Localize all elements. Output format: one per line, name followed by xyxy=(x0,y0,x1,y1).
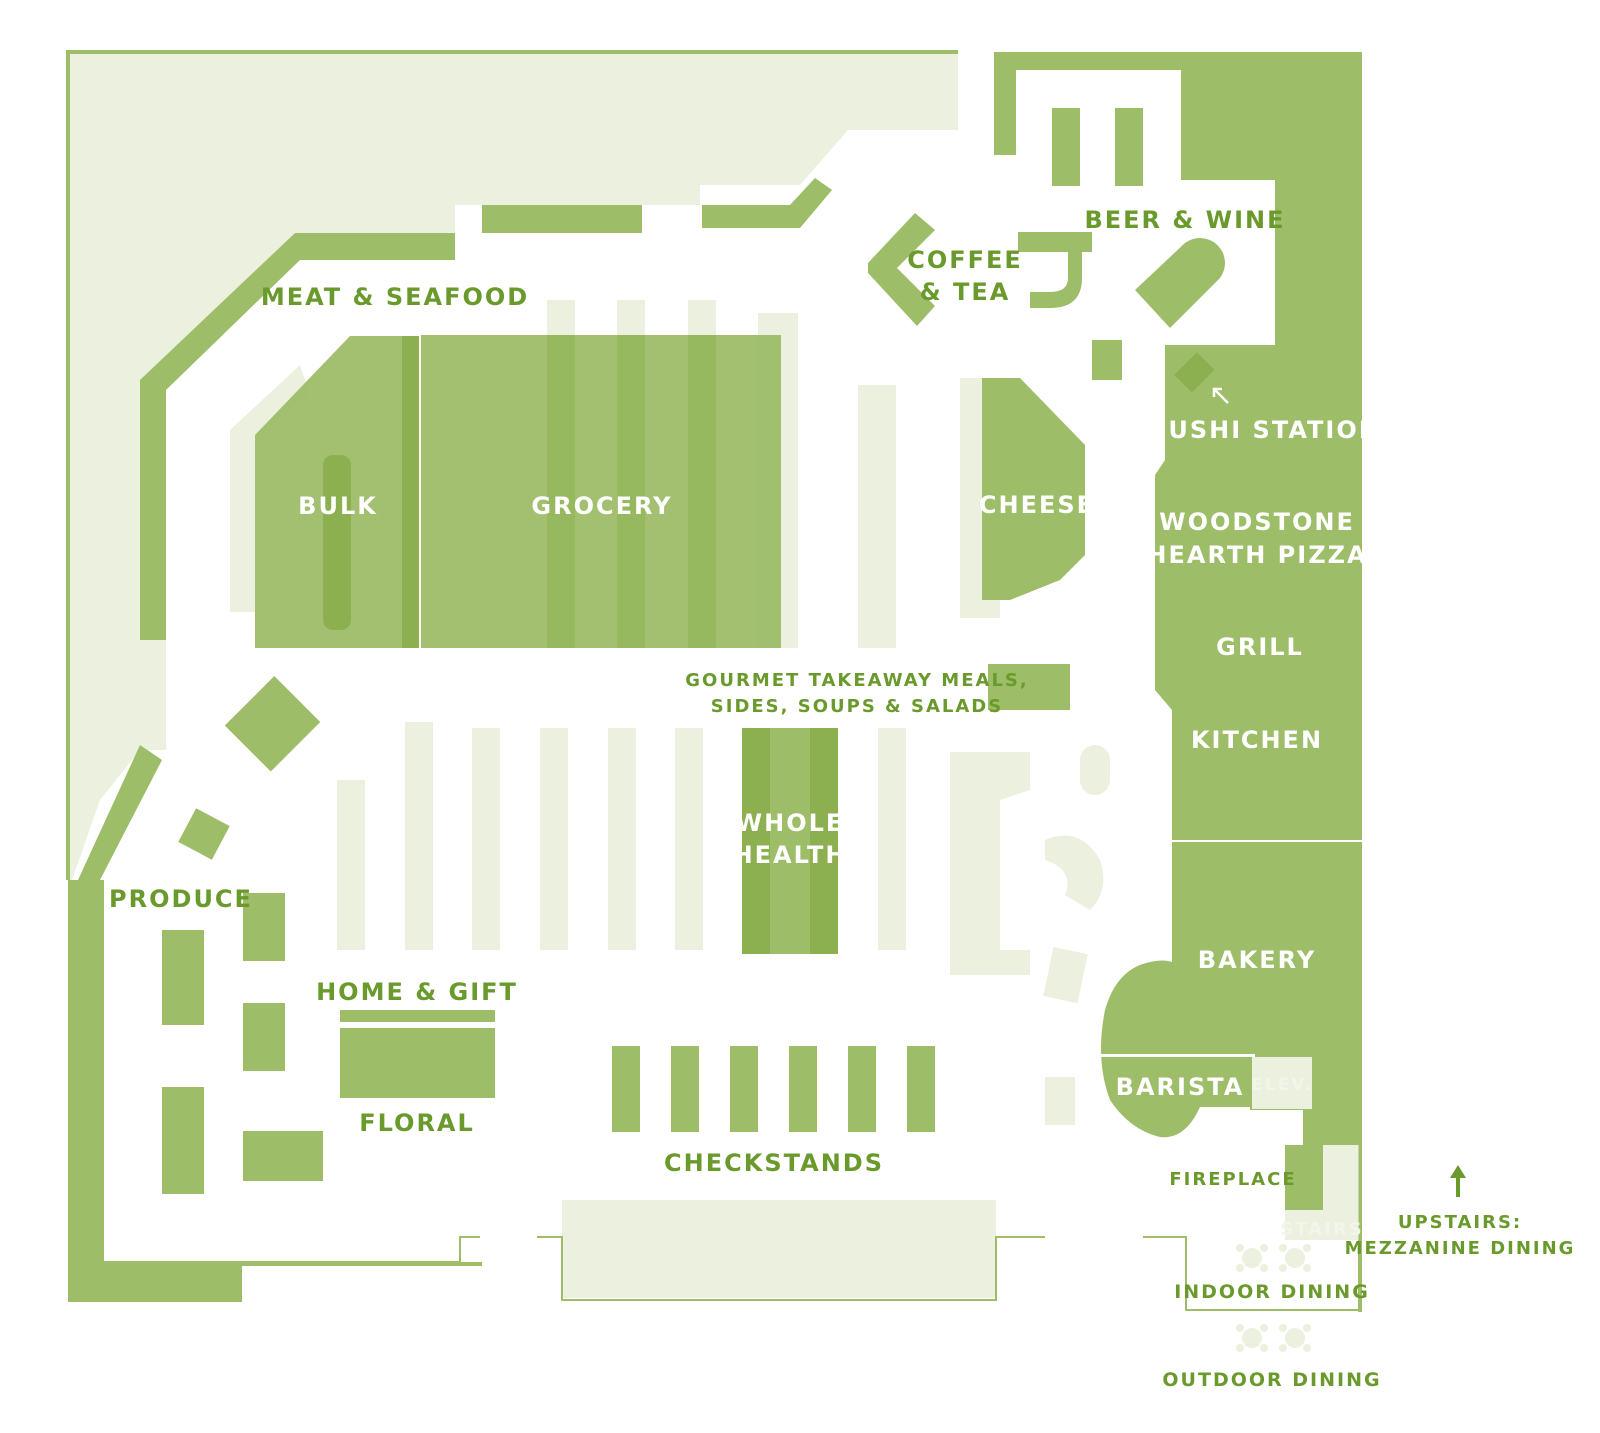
wine-rack-2 xyxy=(1115,108,1143,186)
pointer-arrow-icon xyxy=(1212,387,1229,404)
woodstone-label: WOODSTONE xyxy=(1159,508,1355,536)
home-gift-label: HOME & GIFT xyxy=(316,978,518,1006)
grill-label: GRILL xyxy=(1216,633,1304,661)
dining-table-icon xyxy=(1279,1244,1311,1272)
left-wall-top xyxy=(66,50,70,880)
bakery-label: BAKERY xyxy=(1198,946,1316,974)
left-angled-wall xyxy=(78,745,162,880)
elevator xyxy=(1252,1057,1312,1109)
barista-label: BARISTA xyxy=(1116,1073,1245,1101)
cheese-label: CHEESE xyxy=(979,491,1095,519)
barista-divider xyxy=(1100,1054,1255,1057)
coffee-tea-area xyxy=(868,213,1092,326)
meat-case-2 xyxy=(702,178,832,228)
checkstand xyxy=(907,1046,935,1132)
stairs-block-lower xyxy=(1285,1210,1360,1240)
gourmet-label: GOURMET TAKEAWAY MEALS, xyxy=(685,670,1028,691)
beer-small-case xyxy=(1092,340,1122,380)
gourmet-label-2: SIDES, SOUPS & SALADS xyxy=(711,696,1003,717)
grocery-label: GROCERY xyxy=(531,492,672,520)
coffee-tea-label-2: & TEA xyxy=(920,278,1011,306)
floral-block xyxy=(340,1028,495,1098)
elevator-label: ELEV. xyxy=(1251,1075,1312,1095)
floral-label: FLORAL xyxy=(359,1109,475,1137)
mezzanine-label: MEZZANINE DINING xyxy=(1345,1238,1576,1259)
left-bottom-wall xyxy=(68,880,242,1302)
checkstand xyxy=(612,1046,640,1132)
stairs-label: STAIRS xyxy=(1280,1219,1363,1240)
bulk-divider xyxy=(402,336,420,648)
dining-table-icon xyxy=(1279,1324,1311,1352)
dining-table-icon xyxy=(1236,1244,1268,1272)
bulk-bin xyxy=(323,455,351,630)
woodstone-label-2: HEARTH PIZZA xyxy=(1146,541,1367,569)
right-wall-top xyxy=(994,52,1362,345)
grocery-block xyxy=(421,335,781,648)
whole-health-label-2: HEALTH xyxy=(733,841,848,869)
coffee-tea-label: COFFEE xyxy=(907,246,1023,274)
produce-displays xyxy=(162,676,323,1194)
beer-display xyxy=(1135,237,1226,328)
checkstands xyxy=(612,1046,935,1132)
fireplace-block xyxy=(1285,1145,1323,1210)
bottom-aisles xyxy=(337,722,906,950)
checkstands-label: CHECKSTANDS xyxy=(664,1149,884,1177)
cheese-counter xyxy=(982,378,1085,600)
fireplace-label: FIREPLACE xyxy=(1169,1169,1296,1190)
beer-wine-area xyxy=(1052,108,1226,380)
wine-rack-1 xyxy=(1052,108,1080,186)
top-wall xyxy=(68,50,958,54)
seating-area xyxy=(950,745,1110,1125)
produce-angled-1 xyxy=(224,676,321,772)
entry-vestibule xyxy=(562,1200,996,1298)
bulk-label: BULK xyxy=(298,492,378,520)
bulk-grocery-blocks xyxy=(255,335,781,648)
entrance-lines xyxy=(104,1236,1360,1311)
meat-seafood-label: MEAT & SEAFOOD xyxy=(261,283,529,311)
checkstand xyxy=(848,1046,876,1132)
sushi-station-label: SUSHI STATION xyxy=(1149,416,1381,444)
labels: MEAT & SEAFOOD COFFEE & TEA BEER & WINE … xyxy=(109,206,1576,1391)
indoor-dining-label: INDOOR DINING xyxy=(1174,1281,1370,1303)
checkstand xyxy=(730,1046,758,1132)
up-arrow-icon xyxy=(1450,1165,1466,1197)
checkstand xyxy=(671,1046,699,1132)
outdoor-dining-label: OUTDOOR DINING xyxy=(1162,1369,1381,1391)
produce-label: PRODUCE xyxy=(109,885,253,913)
stairs-block xyxy=(1323,1145,1360,1210)
prepared-foods-block xyxy=(1155,345,1362,840)
beer-wine-label: BEER & WINE xyxy=(1084,206,1285,234)
coffee-chevron xyxy=(868,213,935,326)
bulk-pale-edge xyxy=(230,365,310,612)
upstairs-label: UPSTAIRS: xyxy=(1398,1212,1522,1233)
front-wall-left xyxy=(242,1262,482,1266)
coffee-cup xyxy=(1018,232,1092,308)
produce-angled-2 xyxy=(178,808,230,860)
gourmet-counter xyxy=(988,664,1070,710)
checkstand xyxy=(789,1046,817,1132)
sushi-case xyxy=(1174,352,1215,393)
whole-health-label: WHOLE xyxy=(736,809,845,837)
meat-seafood-counter xyxy=(140,233,455,640)
meat-case-1 xyxy=(482,205,642,233)
home-gift-shelf xyxy=(340,1010,495,1022)
kitchen-label: KITCHEN xyxy=(1191,726,1323,754)
dining-table-icon xyxy=(1236,1324,1268,1352)
